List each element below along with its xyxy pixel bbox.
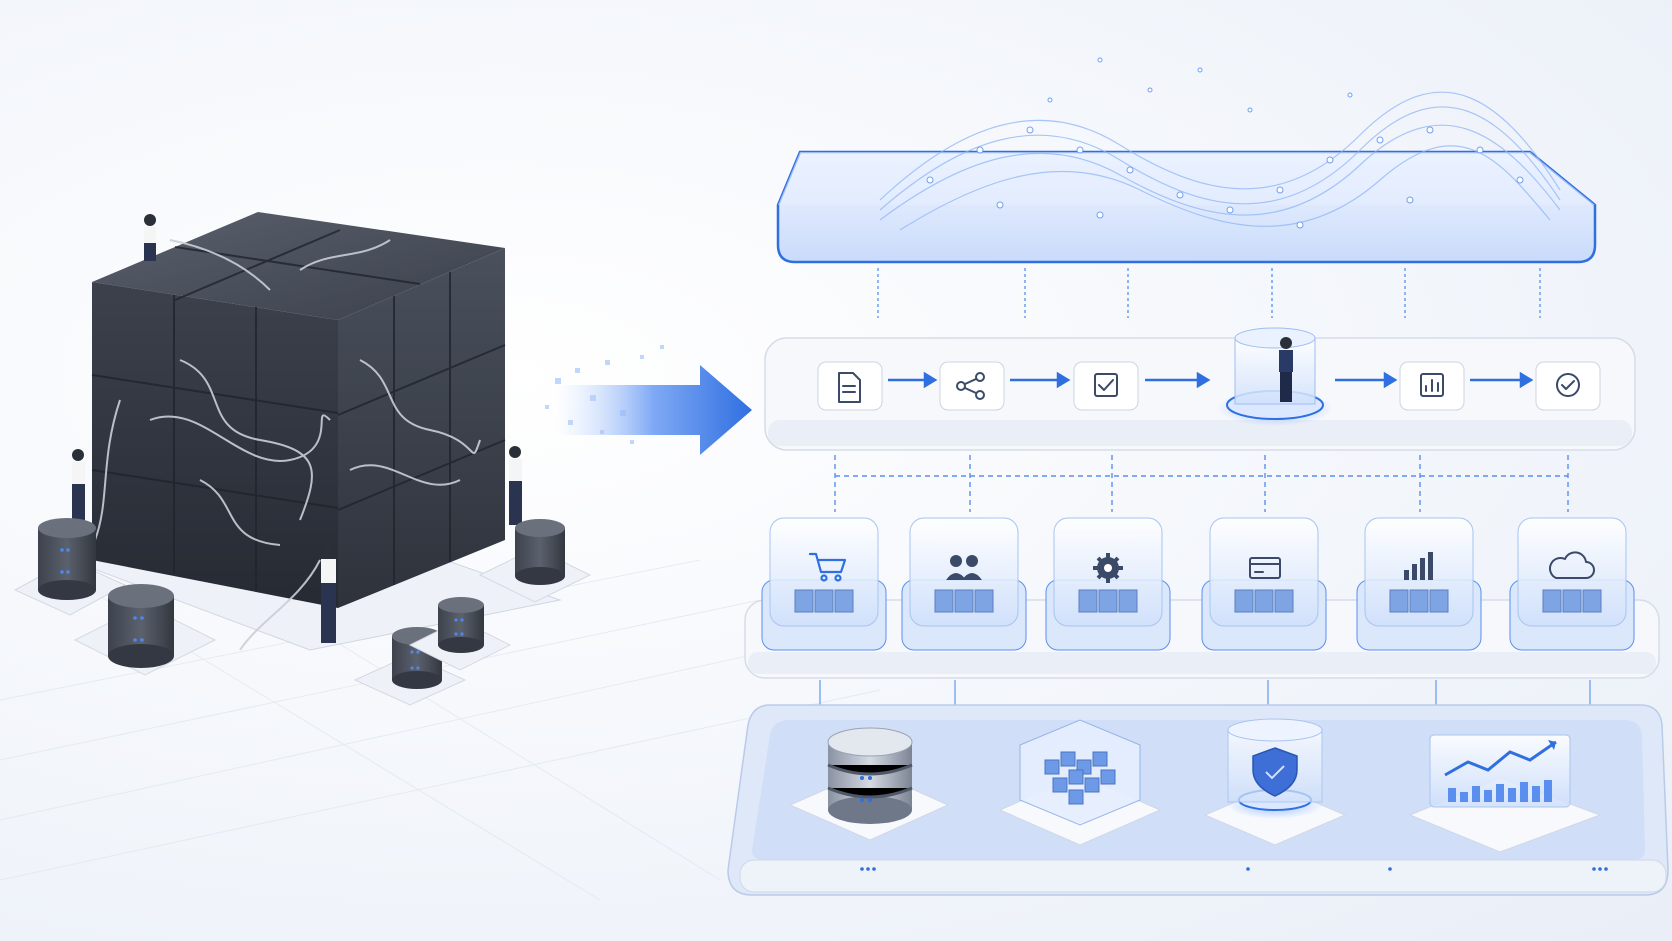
process-flow-arrows bbox=[888, 371, 1534, 389]
process-step-share bbox=[939, 361, 1005, 411]
chart-report-icon bbox=[1420, 373, 1444, 397]
gear-icon bbox=[1093, 553, 1123, 583]
payment-card-icon bbox=[1249, 557, 1281, 579]
migration-arrow bbox=[545, 345, 752, 455]
process-layer bbox=[764, 337, 1636, 451]
foundation-security bbox=[1203, 718, 1347, 846]
service-container-payments bbox=[1201, 517, 1327, 651]
data-wave bbox=[879, 91, 1561, 231]
process-step-operator bbox=[1217, 327, 1333, 426]
cart-icon bbox=[808, 552, 847, 582]
foundation-database bbox=[788, 727, 950, 841]
process-step-complete bbox=[1535, 361, 1601, 411]
monolith-group bbox=[13, 212, 592, 706]
cloud-ai-layer bbox=[776, 57, 1597, 264]
document-icon bbox=[838, 372, 861, 403]
database-stack bbox=[73, 584, 217, 676]
bar-chart-icon bbox=[1404, 552, 1433, 580]
cloud-icon bbox=[1549, 551, 1595, 579]
process-step-checklist bbox=[1073, 361, 1139, 411]
worker-figure bbox=[321, 546, 336, 643]
shield-icon bbox=[1252, 747, 1298, 797]
operator-figure bbox=[1279, 337, 1293, 402]
monolith-left-face bbox=[92, 282, 338, 608]
checklist-icon bbox=[1094, 373, 1118, 397]
trend-chart-icon bbox=[1444, 740, 1557, 802]
share-icon bbox=[956, 372, 985, 400]
check-circle-icon bbox=[1556, 373, 1580, 397]
process-step-document bbox=[817, 361, 883, 411]
foundation-trend bbox=[1408, 734, 1602, 853]
service-connectors bbox=[834, 455, 1569, 512]
users-icon bbox=[946, 555, 982, 580]
service-container-analytics bbox=[1356, 517, 1482, 651]
status-lights bbox=[860, 867, 1608, 871]
tangled-cables bbox=[94, 239, 481, 651]
cloud-connectors bbox=[877, 268, 1541, 318]
worker-figure bbox=[509, 446, 522, 525]
worker-figure bbox=[144, 214, 156, 261]
service-container-settings bbox=[1045, 517, 1171, 651]
service-container-cart bbox=[761, 517, 887, 651]
database-stack bbox=[13, 518, 127, 616]
service-container-users bbox=[901, 517, 1027, 651]
network-nodes bbox=[926, 57, 1524, 229]
database-stack bbox=[478, 519, 592, 603]
service-container-cloud bbox=[1509, 517, 1635, 651]
foundation-cube-cluster bbox=[998, 719, 1162, 846]
process-step-report bbox=[1399, 361, 1465, 411]
database-stack bbox=[408, 597, 512, 671]
worker-figure bbox=[72, 449, 85, 529]
